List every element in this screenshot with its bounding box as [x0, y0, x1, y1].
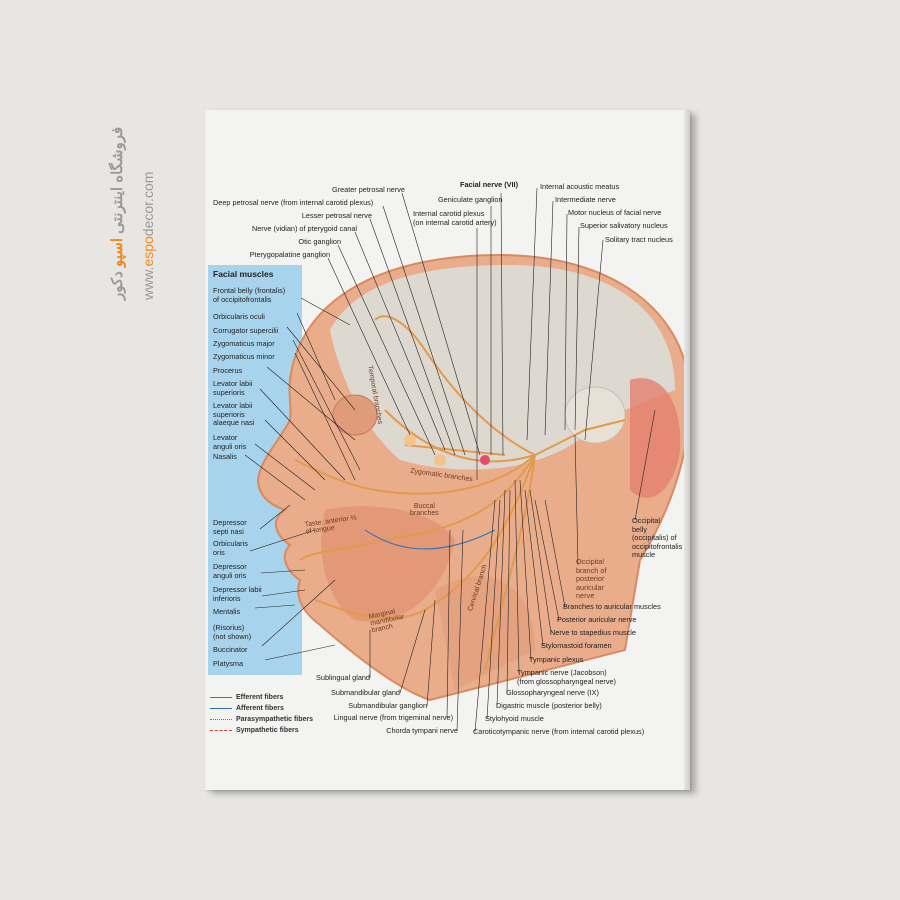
label-vidian-nerve: Nerve (vidian) of pterygoid canal — [251, 224, 357, 233]
label-buccal-branches: Buccal branches — [410, 503, 439, 517]
label-intermediate-nerve: Intermediate nerve — [555, 195, 616, 204]
label-glossopharyngeal-nerve: Glossopharyngeal nerve (IX) — [506, 688, 599, 697]
label-lesser-petrosal-nerve: Lesser petrosal nerve — [301, 211, 372, 220]
jaw-muscle — [321, 506, 455, 622]
facial-muscle-label: Buccinator — [213, 645, 248, 654]
label-submandibular-gland: Submandibular gland — [331, 688, 400, 697]
label-internal-acoustic-meatus: Internal acoustic meatus — [540, 182, 620, 191]
watermark-persian: فروشگاه اینترنتی اسپو دکور — [108, 127, 126, 300]
facial-muscles-title: Facial muscles — [213, 269, 274, 279]
watermark-text: فروشگاه اینترنتی — [109, 126, 126, 238]
label-geniculate-ganglion: Geniculate ganglion — [438, 195, 503, 204]
label-facial-nerve: Facial nerve (VII) — [460, 180, 518, 189]
facial-muscle-label: Levator labii superioris alaeque nasi — [213, 401, 255, 428]
facial-muscle-label: Depressor labii inferioris — [213, 585, 262, 603]
otic-ganglion-mark — [434, 454, 446, 466]
legend-label: Parasympathetic fibers — [236, 716, 314, 723]
label-greater-petrosal-nerve: Greater petrosal nerve — [331, 185, 405, 194]
legend-line-icon — [210, 718, 232, 720]
legend-item: Parasympathetic fibers — [210, 716, 313, 723]
facial-muscle-label: Depressor anguli oris — [213, 562, 247, 580]
watermark-brand: اسپو — [109, 238, 126, 268]
legend-label: Efferent fibers — [236, 694, 284, 701]
facial-muscle-label: (Risorius) (not shown) — [213, 623, 252, 641]
facial-muscle-label: Nasalis — [213, 452, 237, 461]
label-tympanic-nerve: Tympanic nerve (Jacobson) (from glossoph… — [517, 668, 616, 686]
facial-muscle-label: Depressor septi nasi — [213, 518, 247, 536]
legend-line-icon — [210, 696, 232, 698]
facial-muscle-label: Platysma — [213, 659, 244, 668]
facial-muscle-label: Frontal belly (frontalis) of occipitofro… — [213, 286, 286, 304]
watermark-url-post: decor.com — [140, 171, 156, 237]
label-solitary-tract-nucleus: Solitary tract nucleus — [605, 235, 673, 244]
facial-muscle-label: Corrugator supercilii — [213, 326, 279, 335]
watermark-text: دکور — [109, 267, 126, 300]
leader-lines — [244, 187, 656, 733]
label-chorda-tympani: Chorda tympani nerve — [386, 726, 458, 735]
label-posterior-auricular-nerve: Posterior auricular nerve — [557, 615, 637, 624]
facial-muscle-label: Orbicularis oculi — [213, 312, 265, 321]
afferent-fibers — [364, 529, 496, 550]
label-deep-petrosal-nerve: Deep petrosal nerve (from internal carot… — [213, 198, 374, 207]
label-motor-nucleus: Motor nucleus of facial nerve — [568, 208, 662, 217]
legend-line-icon — [210, 707, 232, 709]
legend-line-icon — [210, 729, 232, 731]
label-line: Internal carotid plexus — [413, 209, 485, 218]
geniculate-ganglion-mark — [480, 455, 490, 465]
head-illustration — [244, 187, 690, 733]
canvas-print: Greater petrosal nerve Deep petrosal ner… — [205, 110, 690, 790]
watermark-url-pre: www. — [140, 266, 156, 300]
legend-item: Afferent fibers — [210, 705, 284, 712]
neck-muscle — [435, 576, 535, 690]
label-superior-salivatory-nucleus: Superior salivatory nucleus — [580, 221, 668, 230]
facial-muscle-label: Levator anguli oris — [213, 433, 247, 451]
label-internal-carotid-plexus: Internal carotid plexus(on internal caro… — [413, 209, 497, 227]
label-pterygopalatine-ganglion: Pterygopalatine ganglion — [249, 250, 330, 259]
label-lingual-nerve: Lingual nerve (from trigeminal nerve) — [333, 713, 453, 722]
label-sublingual-gland: Sublingual gland — [316, 673, 370, 682]
legend-label: Sympathetic fibers — [236, 727, 299, 734]
label-stylohyoid-muscle: Stylohyoid muscle — [485, 714, 544, 723]
watermark-url-brand: espo — [140, 236, 156, 267]
facial-nerve-branches — [294, 315, 626, 671]
legend-item: Efferent fibers — [210, 694, 283, 701]
ear-region — [630, 378, 681, 498]
eye — [332, 394, 378, 436]
label-caroticotympanic-nerve: Caroticotympanic nerve (from internal ca… — [473, 727, 645, 736]
label-digastric-muscle: Digastric muscle (posterior belly) — [496, 701, 602, 710]
label-stylomastoid-foramen: Stylomastoid foramen — [541, 641, 612, 650]
facial-muscle-label: Levator labii superioris — [213, 379, 253, 397]
facial-muscle-label: Zygomaticus minor — [213, 352, 275, 361]
facial-muscle-label: Orbicularis oris — [213, 539, 248, 557]
facial-muscle-label: Mentalis — [213, 607, 241, 616]
facial-muscle-label: Zygomaticus major — [213, 339, 275, 348]
label-line: (on internal carotid artery) — [413, 217, 497, 227]
label-occipital-belly: Occipital belly (occipitalis) of occipit… — [632, 516, 683, 560]
label-nerve-to-stapedius: Nerve to stapedius muscle — [550, 628, 636, 637]
label-submandibular-ganglion: Submandibular ganglion — [348, 701, 427, 710]
label-otic-ganglion: Otic ganglion — [298, 237, 341, 246]
facial-muscle-label: Procerus — [213, 366, 243, 375]
label-occipital-branch: Occipital branch of posterior auricular … — [576, 557, 607, 601]
label-tympanic-plexus: Tympanic plexus — [529, 655, 584, 664]
legend-item: Sympathetic fibers — [210, 727, 299, 734]
legend-label: Afferent fibers — [236, 705, 284, 712]
label-auricular-branches: Branches to auricular muscles — [563, 602, 661, 611]
pterygopalatine-ganglion-mark — [404, 434, 416, 446]
watermark-url: www.espodecor.com — [140, 172, 156, 300]
